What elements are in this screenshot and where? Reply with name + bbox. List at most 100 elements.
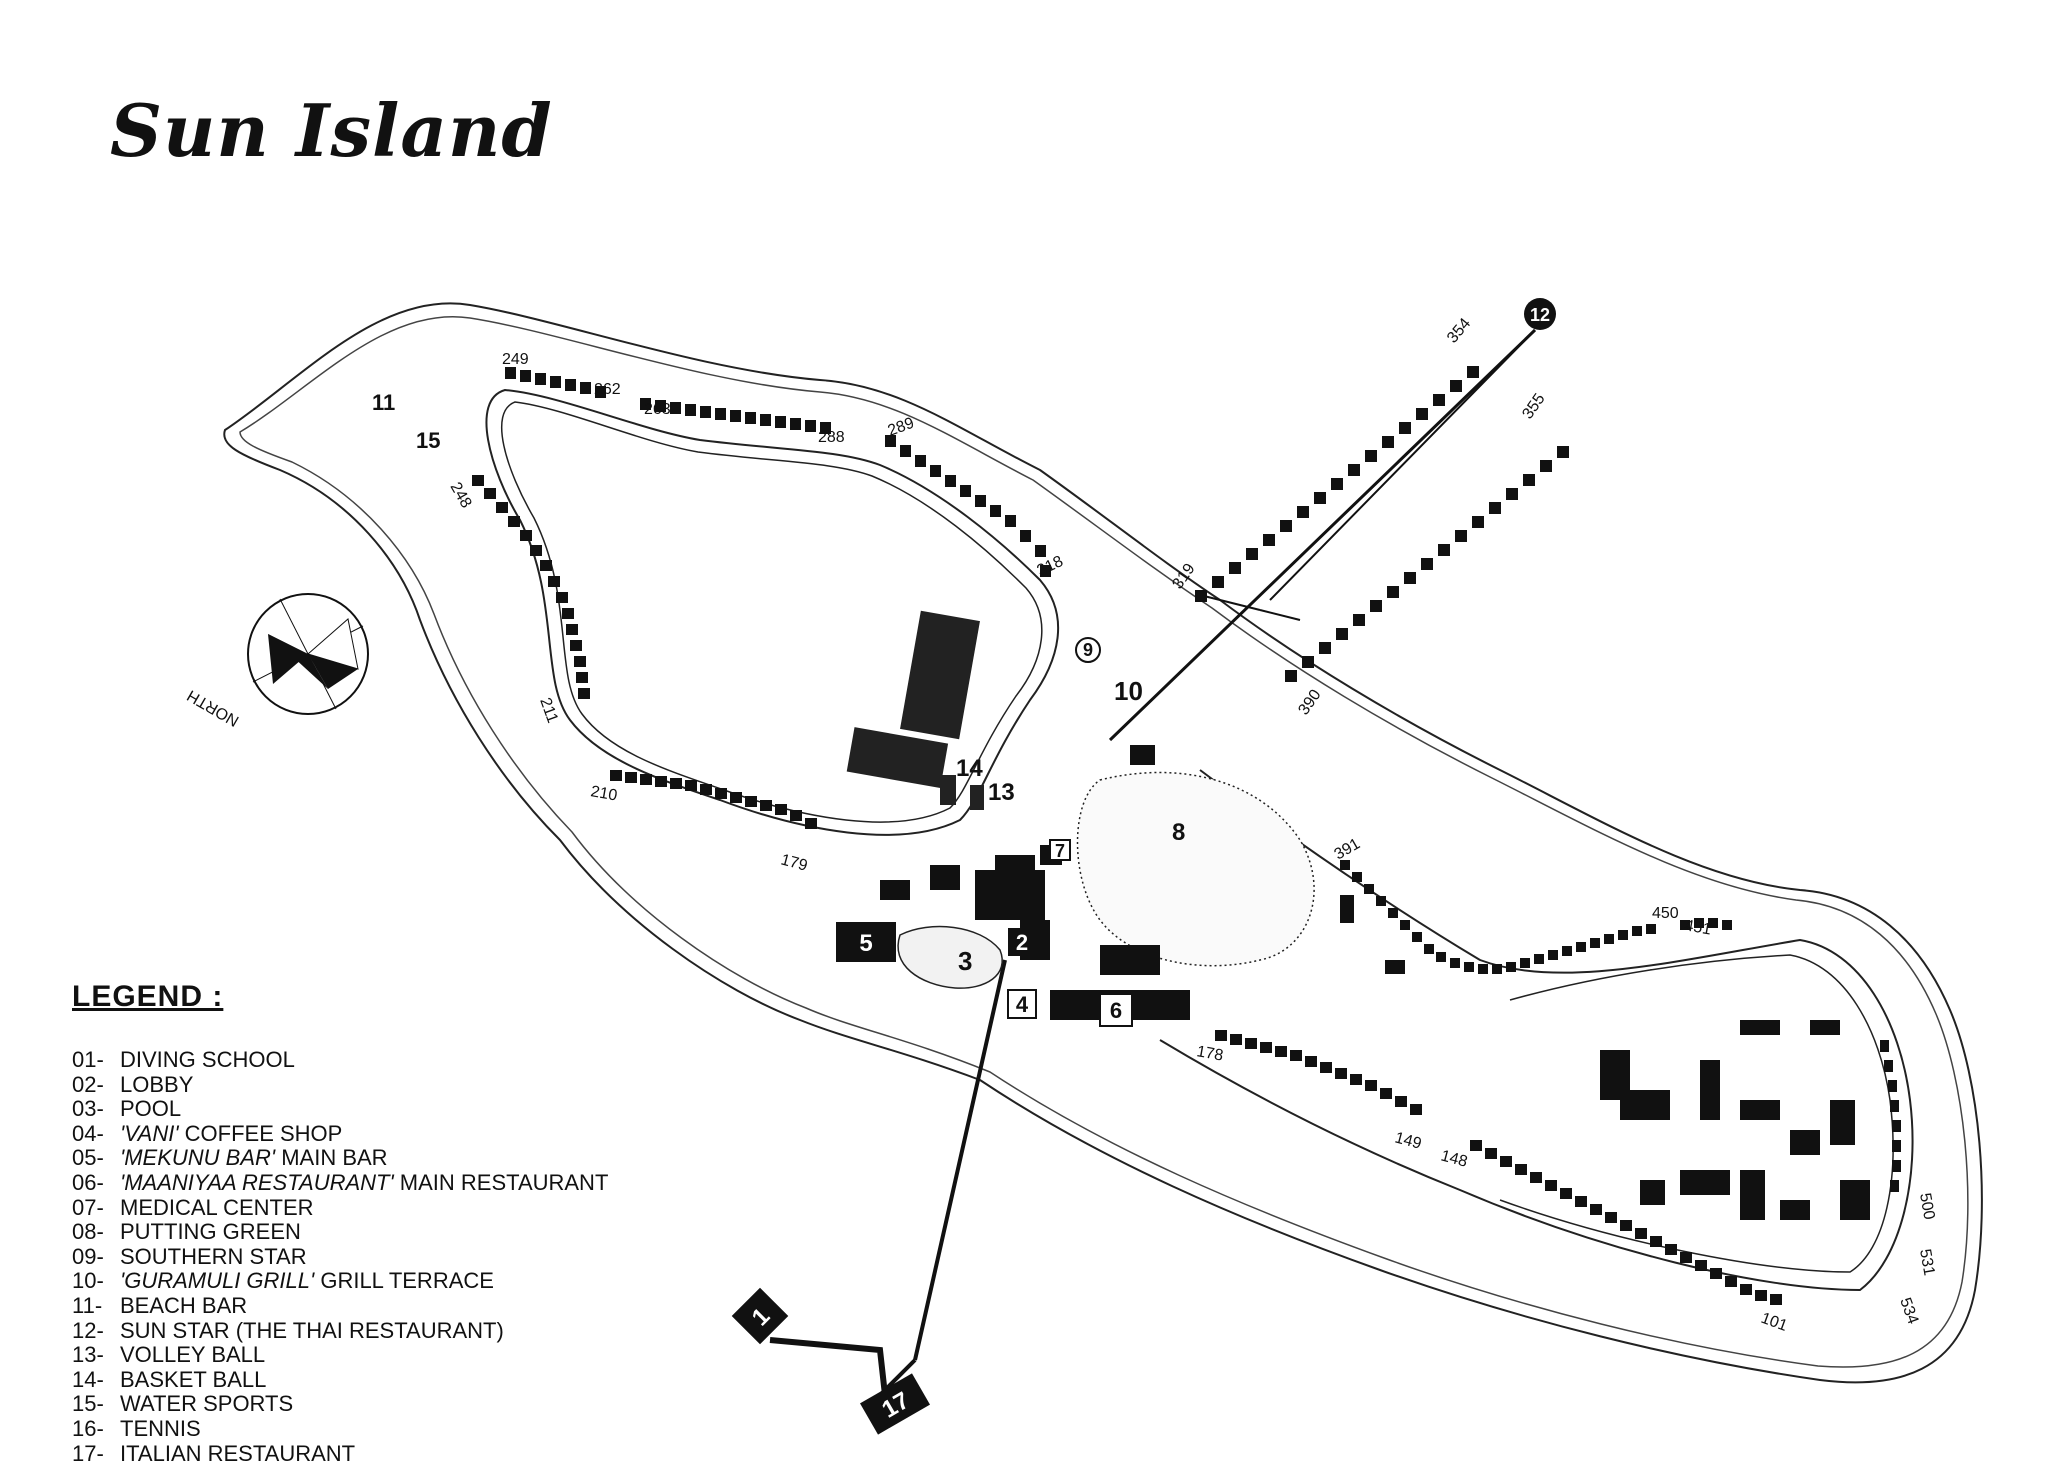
marker-1[interactable]: 1	[731, 1287, 789, 1345]
tennis-court	[846, 727, 949, 788]
legend-item-label: BEACH BAR	[120, 1292, 248, 1318]
villa-label-288: 288	[818, 429, 845, 446]
jetty	[913, 959, 1007, 1361]
marker-2[interactable]: 2	[1008, 928, 1036, 956]
legend-item: 05-'MEKUNU BAR' MAIN BAR	[72, 1146, 608, 1171]
marker-4[interactable]: 4	[1007, 989, 1037, 1019]
legend-item: 04-'VANI' COFFEE SHOP	[72, 1121, 608, 1147]
outer-reef-line	[239, 315, 1969, 1368]
marker-6[interactable]: 6	[1099, 993, 1133, 1027]
legend-item-label: PUTTING GREEN	[120, 1219, 301, 1245]
svg-text:5: 5	[859, 930, 872, 957]
legend-item-number: 14-	[72, 1366, 104, 1392]
volley-ball-court-2	[970, 785, 984, 810]
marker-5[interactable]: 5	[836, 922, 896, 962]
svg-text:4: 4	[1016, 992, 1029, 1017]
legend-item: 13-VOLLEY BALL	[72, 1342, 608, 1368]
legend-item-label: SOUTHERN STAR	[120, 1243, 307, 1269]
legend-item-number: 02-	[72, 1071, 104, 1097]
pool-area	[897, 925, 1003, 989]
compass-label: NORTH	[184, 686, 242, 729]
villa-label-262: 262	[594, 381, 621, 398]
legend-heading: LEGEND :	[72, 980, 224, 1013]
villa-row-south	[1215, 1030, 1782, 1305]
villa-label-148: 148	[1439, 1147, 1469, 1170]
water-villa-jetty-2	[1269, 329, 1536, 601]
villa-label-500: 500	[1916, 1192, 1937, 1221]
legend-item-label: SUN STAR (THE THAI RESTAURANT)	[120, 1317, 504, 1343]
legend-item: 01-DIVING SCHOOL	[72, 1047, 608, 1073]
east-path	[1159, 769, 1914, 1292]
svg-text:9: 9	[1083, 640, 1093, 660]
marker-3[interactable]: 3	[958, 946, 972, 976]
marker-9[interactable]: 9	[1075, 637, 1101, 663]
villa-label-101: 101	[1759, 1310, 1790, 1335]
villa-row-east	[1340, 860, 1901, 1192]
legend-item: 16- TENNIS	[72, 1415, 608, 1442]
legend-item-italic-name: 'MAANIYAA RESTAURANT'	[120, 1169, 394, 1195]
villa-label-390: 390	[1295, 687, 1324, 719]
marker-7[interactable]: 7	[1049, 839, 1071, 861]
legend-item-label: GRILL TERRACE	[314, 1268, 494, 1294]
legend-item-number: 09-	[72, 1243, 104, 1269]
legend-item-number: 17-	[72, 1440, 104, 1466]
water-villa-branch-b	[1259, 609, 1301, 621]
villa-label-210: 210	[589, 783, 618, 804]
svg-text:2: 2	[1016, 930, 1028, 955]
legend-item-number: 05-	[72, 1145, 104, 1171]
legend-item: 02- LOBBY	[72, 1071, 608, 1098]
villa-label-289: 289	[886, 415, 917, 440]
villa-row-north	[505, 367, 1051, 577]
marker-12[interactable]: 12	[1524, 298, 1556, 330]
marker-8[interactable]: 8	[1172, 819, 1185, 846]
legend-item-number: 13-	[72, 1342, 104, 1368]
putting-green-area	[1076, 771, 1315, 967]
legend-item-label: LOBBY	[120, 1071, 194, 1097]
marker-17[interactable]: 17	[860, 1373, 930, 1435]
svg-text:12: 12	[1530, 305, 1550, 325]
legend-item-label: ITALIAN RESTAURANT	[120, 1440, 356, 1466]
marker-14[interactable]: 14	[956, 755, 983, 782]
villa-label-263: 263	[644, 401, 671, 418]
legend-item: 14- BASKET BALL	[72, 1366, 608, 1393]
map-title: Sun Island	[110, 88, 553, 173]
marker-11[interactable]: 11	[372, 390, 395, 415]
villa-label-451: 451	[1683, 917, 1712, 938]
marker-10[interactable]: 10	[1114, 676, 1143, 706]
legend-item-label: BASKET BALL	[120, 1366, 267, 1392]
legend-item: 07- MEDICAL CENTER	[72, 1194, 608, 1221]
villa-label-211: 211	[536, 696, 561, 726]
legend-item: 12- SUN STAR (THE THAI RESTAURANT)	[72, 1317, 608, 1344]
marker-13[interactable]: 13	[988, 779, 1015, 806]
legend-item: 10-'GURAMULI GRILL' GRILL TERRACE	[72, 1269, 608, 1294]
villa-label-531: 531	[1916, 1248, 1937, 1277]
villa-label-319: 319	[1169, 561, 1198, 593]
legend-item-number: 03-	[72, 1096, 104, 1122]
legend-item-label: WATER SPORTS	[120, 1391, 294, 1417]
jetty-west	[769, 1337, 888, 1396]
villa-label-534: 534	[1896, 1296, 1921, 1327]
legend-item-italic-name: 'GURAMULI GRILL'	[120, 1268, 315, 1294]
legend-item-label: TENNIS	[120, 1415, 201, 1441]
east-village-buildings	[1600, 1020, 1870, 1220]
legend-item-label: DIVING SCHOOL	[120, 1047, 295, 1072]
legend-item: 08-PUTTING GREEN	[72, 1219, 608, 1245]
legend-item-number: 07-	[72, 1194, 104, 1220]
svg-text:7: 7	[1055, 841, 1065, 861]
villa-label-391: 391	[1332, 835, 1364, 863]
legend-item-number: 12-	[72, 1317, 104, 1343]
legend-item-label: MAIN RESTAURANT	[393, 1169, 609, 1195]
villa-label-179: 179	[779, 851, 809, 874]
legend-item: 09- SOUTHERN STAR	[72, 1243, 608, 1270]
legend-item-label: MEDICAL CENTER	[120, 1194, 314, 1220]
legend-item: 03-POOL	[72, 1096, 608, 1122]
marker-15[interactable]: 15	[416, 428, 440, 453]
svg-text:6: 6	[1110, 998, 1122, 1023]
basket-ball-court	[900, 610, 980, 740]
legend-item-number: 06-	[72, 1169, 104, 1195]
legend-item-number: 16-	[72, 1415, 104, 1441]
legend-item-label: MAIN BAR	[275, 1145, 388, 1171]
